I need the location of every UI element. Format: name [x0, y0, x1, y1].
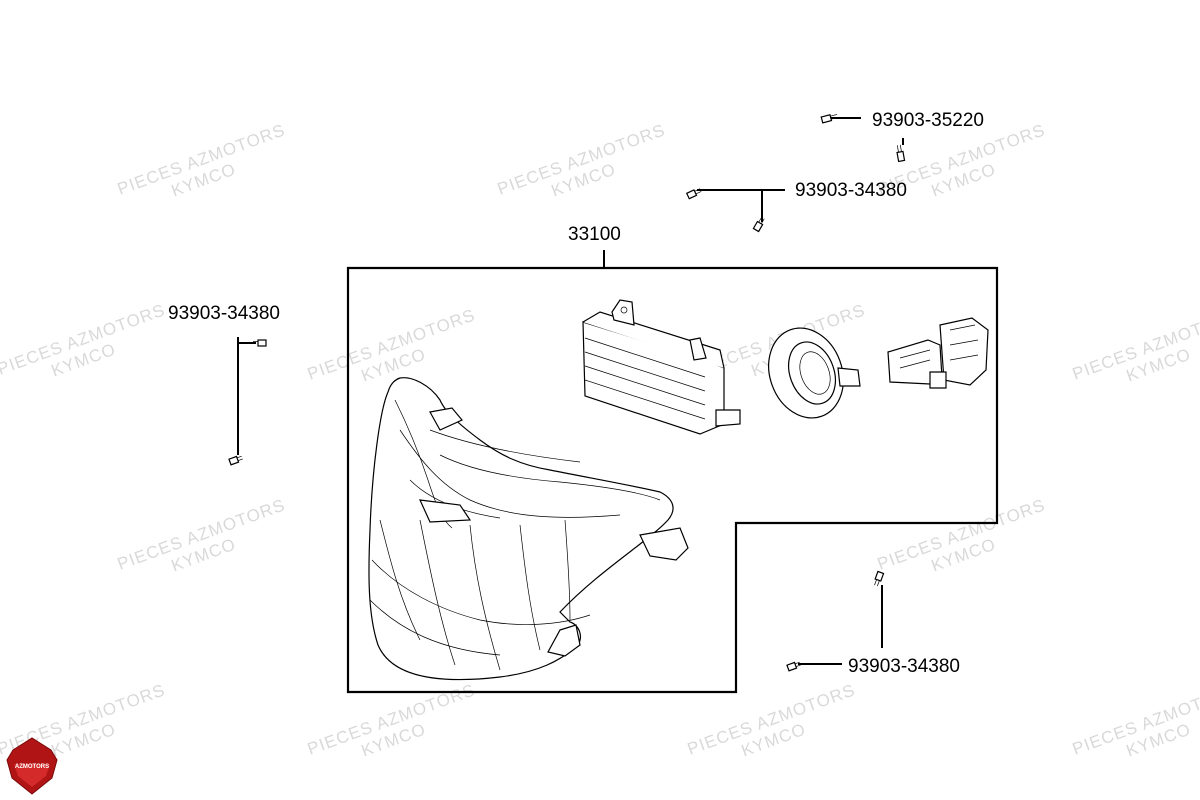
watermark-group: PIECES AZMOTORS KYMCO PIECES AZMOTORS KY… — [0, 120, 1200, 760]
watermark: PIECES AZMOTORS KYMCO — [115, 120, 288, 200]
watermark: PIECES AZMOTORS KYMCO — [1070, 305, 1200, 385]
label-screw-top[interactable]: 93903-35220 — [872, 110, 984, 131]
screw-icon — [253, 339, 267, 347]
screw-left-group: 93903-34380 — [168, 303, 280, 466]
watermark: PIECES AZMOTORS KYMCO — [685, 680, 858, 760]
screw-icon — [752, 216, 765, 233]
screw-icon — [874, 570, 885, 587]
watermark: PIECES AZMOTORS KYMCO — [115, 495, 288, 575]
label-headlight-assy[interactable]: 33100 — [568, 224, 621, 245]
assembly-outline — [346, 266, 999, 694]
screw-icon — [786, 661, 801, 672]
screw-icon — [685, 188, 702, 200]
label-screw-upper[interactable]: 93903-34380 — [795, 180, 907, 201]
label-screw-left[interactable]: 93903-34380 — [168, 303, 280, 324]
headlight-housing-drawing — [368, 377, 689, 681]
screw-icon — [228, 455, 243, 466]
screw-icon — [820, 114, 838, 124]
screw-top-group: 93903-35220 — [820, 110, 984, 163]
watermark: PIECES AZMOTORS KYMCO — [0, 300, 168, 380]
bulb-socket-drawing — [887, 317, 989, 389]
screw-upper-group: 93903-34380 — [685, 180, 907, 233]
label-screw-lower-right[interactable]: 93903-34380 — [848, 656, 960, 677]
watermark: PIECES AZMOTORS KYMCO — [875, 495, 1048, 575]
logo-text: AZMOTORS — [15, 764, 49, 770]
screw-lower-right-group: 93903-34380 — [786, 570, 960, 677]
led-module-drawing — [582, 299, 741, 435]
watermark: PIECES AZMOTORS KYMCO — [495, 120, 668, 200]
watermark: PIECES AZMOTORS KYMCO — [875, 120, 1048, 200]
azmotors-logo: AZMOTORS — [6, 737, 58, 795]
watermark: PIECES AZMOTORS KYMCO — [305, 680, 478, 760]
watermark: PIECES AZMOTORS KYMCO — [1070, 680, 1200, 760]
screw-icon — [896, 144, 906, 163]
lens-ring-drawing — [768, 327, 861, 419]
